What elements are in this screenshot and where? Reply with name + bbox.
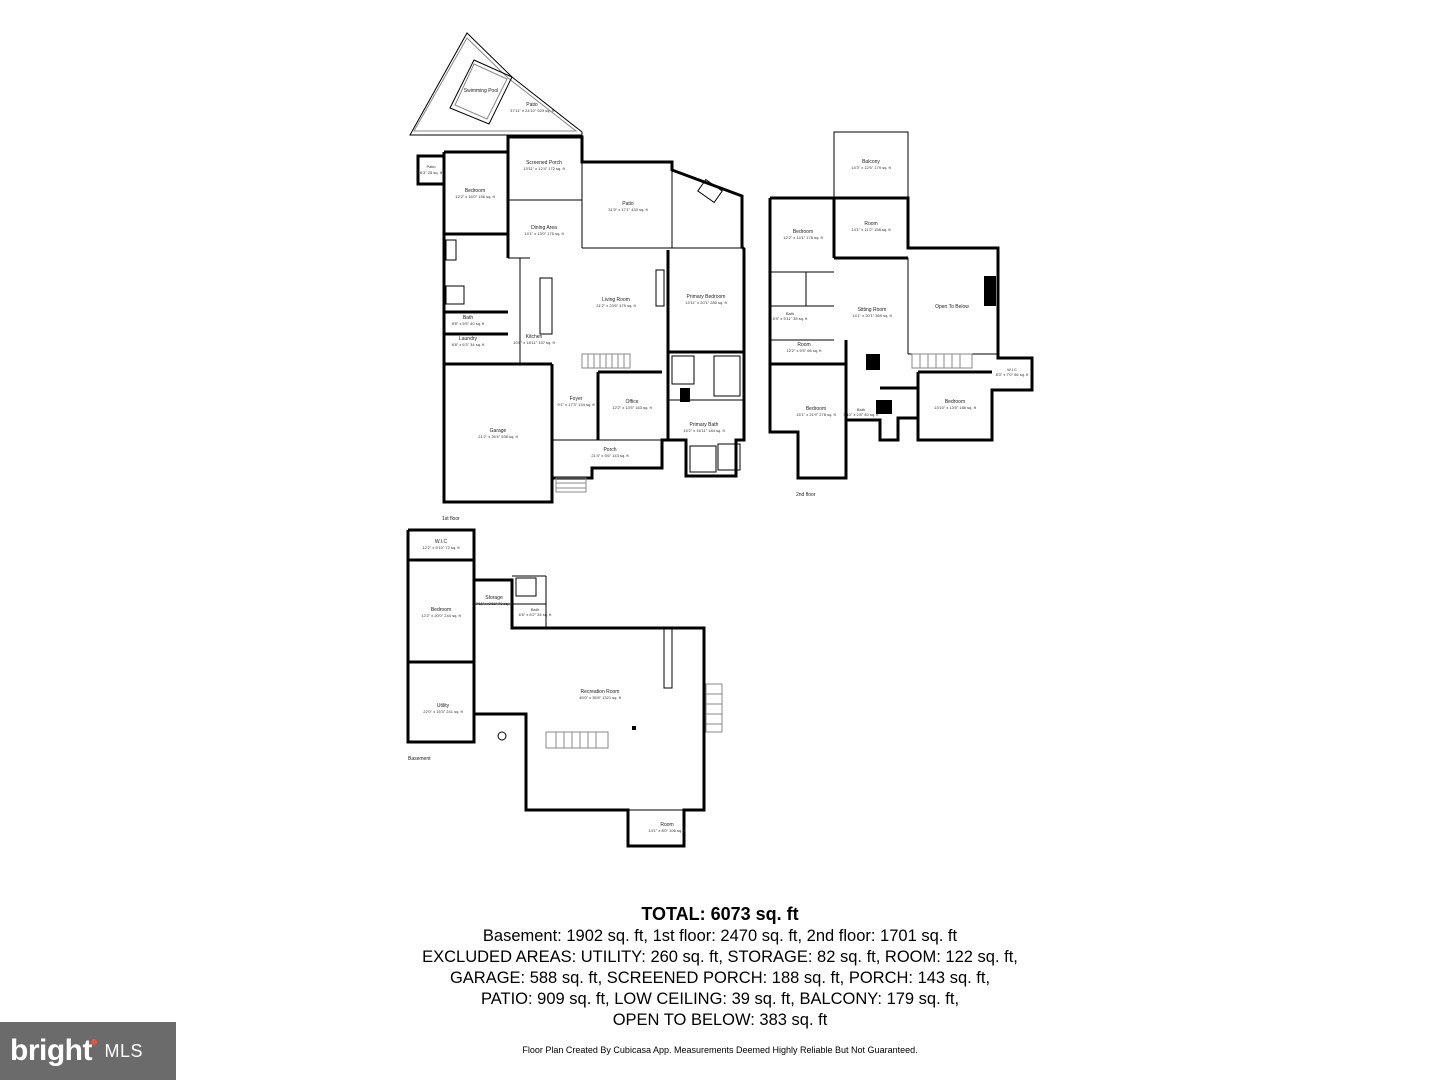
summary-line: PATIO: 909 sq. ft, LOW CEILING: 39 sq. f… [480, 990, 960, 1008]
dims-room-b: 14'1" x 8'0" 106 sq. ft [648, 828, 686, 833]
label-pool: Swimming Pool [464, 88, 498, 94]
first-floor-plan [409, 32, 746, 504]
dims-office: 12'2" x 13'5" 163 sq. ft [612, 405, 652, 410]
label-dining: Dining Area [531, 225, 557, 231]
dims-storage: 7'11" x 9'11" 79 sq. ft [476, 601, 514, 606]
label-bath-2b: Bath [857, 407, 865, 412]
label-porch: Porch [603, 447, 616, 453]
dims-screened-porch: 13'11" x 12'4" 172 sq. ft [523, 166, 565, 171]
label-foyer: Foyer [570, 396, 583, 402]
label-wic-b: W.I.C [435, 539, 448, 545]
total-area: TOTAL: 6073 sq. ft [641, 904, 799, 924]
dims-recreation: 45'0" x 35'8" 1321 sq. ft [579, 695, 622, 700]
label-bath-2a: Bath [786, 311, 794, 316]
summary-line: OPEN TO BELOW: 383 sq. ft [612, 1011, 828, 1029]
dims-patio-right: 31'5" x 17'1" 433 sq. ft [608, 207, 648, 212]
summary-line: Basement: 1902 sq. ft, 1st floor: 2470 s… [482, 927, 958, 945]
label-laundry: Laundry [459, 336, 478, 342]
bright-mls-logo: bright ● MLS [0, 1022, 176, 1080]
second-floor-walls [768, 196, 1034, 480]
dims-bedroom-1: 12'2" x 16'0" 156 sq. ft [455, 194, 495, 199]
dims-laundry: 8'8" x 6'3" 34 sq. ft [452, 342, 486, 347]
floor-label-first: 1st floor [442, 516, 460, 522]
label-bedroom-b: Bedroom [431, 607, 451, 613]
label-open-below: Open To Below [935, 304, 969, 310]
label-garage: Garage [490, 428, 507, 434]
dims-sitting: 14'1" x 20'1" 369 sq. ft [852, 313, 892, 318]
logo-suffix: MLS [104, 1040, 143, 1061]
area-summary: TOTAL: 6073 sq. ft Basement: 1902 sq. ft… [300, 902, 1140, 1031]
dims-primary-bedroom: 13'11" x 20'1" 280 sq. ft [685, 300, 727, 305]
dims-wic-2: 8'0" x 7'0" 56 sq. ft [996, 372, 1030, 377]
label-bedroom-2a: Bedroom [793, 229, 813, 235]
label-primary-bedroom: Primary Bedroom [687, 294, 726, 300]
dims-room-2a: 14'1" x 11'2" 158 sq. ft [851, 227, 891, 232]
dims-utility: 22'0" x 15'3" 241 sq. ft [423, 709, 463, 714]
label-living: Living Room [602, 297, 630, 303]
dims-porch: 21'4" x 5'6" 143 sq. ft [591, 453, 629, 458]
dims-bath-1: 8'8" x 5'5" 40 sq. ft [452, 321, 486, 326]
dims-patio-small: 6'3" 25 sq. ft [420, 170, 443, 175]
label-office: Office [626, 399, 639, 405]
floor-label-second: 2nd floor [796, 492, 816, 498]
label-room-2a: Room [864, 221, 877, 227]
floor-label-basement: Basement [408, 756, 431, 762]
dims-primary-bath: 15'2" x 16'11" 184 sq. ft [683, 428, 725, 433]
patio-outline [409, 32, 583, 136]
credit-text: Floor Plan Created By Cubicasa App. Meas… [522, 1045, 918, 1055]
label-primary-bath: Primary Bath [690, 422, 719, 428]
dims-room-2b: 12'2" x 5'5" 66 sq. ft [786, 348, 822, 353]
label-wic-2: W.I.C [1007, 367, 1017, 372]
label-screened-porch: Screened Porch [526, 160, 562, 166]
dims-living: 21'2" x 23'6" 479 sq. ft [596, 303, 636, 308]
label-bedroom-2c: Bedroom [945, 399, 965, 405]
label-recreation: Recreation Room [581, 689, 620, 695]
label-room-2b: Room [797, 342, 810, 348]
summary-line: GARAGE: 588 sq. ft, SCREENED PORCH: 188 … [449, 969, 991, 987]
dims-balcony: 14'3" x 12'6" 179 sq. ft [851, 165, 891, 170]
basement-walls [406, 528, 706, 848]
dims-bedroom-2b: 15'1" x 21'9" 278 sq. ft [796, 412, 836, 417]
dims-kitchen: 10'8" x 18'11" 157 sq. ft [513, 340, 555, 345]
dims-bath-b: 6'6" x 5'2" 34 sq. ft [519, 612, 553, 617]
swimming-pool [449, 59, 513, 125]
label-bath-b: Bath [531, 607, 539, 612]
dims-garage: 21'2" x 26'4" 538 sq. ft [478, 434, 518, 439]
label-patio-right: Patio [622, 201, 634, 207]
label-patio-top: Patio [526, 102, 538, 108]
small-patio [416, 154, 446, 186]
summary-line: EXCLUDED AREAS: UTILITY: 260 sq. ft, STO… [422, 948, 1018, 966]
dims-wic-b: 12'2" x 5'10" 72 sq. ft [422, 545, 460, 550]
second-floor-plan [768, 131, 1034, 480]
dims-patio-top: 37'11" x 24'10" 529 sq. ft [510, 108, 555, 113]
logo-accent-icon: ● [89, 1033, 99, 1049]
label-bedroom-2b: Bedroom [806, 406, 826, 412]
label-sitting: Sitting Room [858, 307, 887, 313]
dims-bath-2a: 6'9" x 5'11" 35 sq. ft [773, 316, 809, 321]
dims-bedroom-2a: 12'2" x 14'1" 178 sq. ft [783, 235, 823, 240]
label-balcony: Balcony [862, 159, 880, 165]
dims-bath-2b: 5'10" x 2'8" 40 sq. ft [843, 412, 879, 417]
label-utility: Utility [437, 703, 450, 709]
patio-outline-inner [413, 37, 578, 132]
label-bath-1: Bath [463, 315, 474, 321]
dims-dining: 14'1" x 13'0" 175 sq. ft [524, 231, 564, 236]
dims-foyer: 9'1" x 17'3" 134 sq. ft [557, 402, 595, 407]
label-room-b: Room [660, 822, 673, 828]
label-storage: Storage [485, 595, 503, 601]
label-kitchen: Kitchen [526, 334, 543, 340]
basement-plan [406, 528, 723, 848]
label-patio-small: Patio [426, 164, 436, 169]
logo-brand: bright [10, 1034, 92, 1067]
dims-bedroom-2c: 13'10" x 13'5" 186 sq. ft [934, 405, 977, 410]
label-bedroom-1: Bedroom [465, 188, 485, 194]
dims-bedroom-b: 12'2" x 20'0" 244 sq. ft [421, 613, 461, 618]
